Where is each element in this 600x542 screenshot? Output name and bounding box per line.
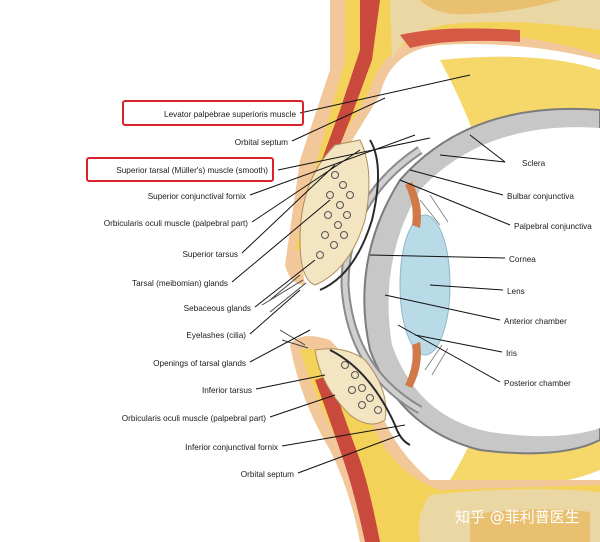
- label-tarsal-meibomian-glands: Tarsal (meibomian) glands: [132, 279, 228, 288]
- highlight-box-levator: [122, 100, 304, 126]
- palpebral-conjunctiva-lower: [329, 349, 411, 446]
- frontal-bone: [390, 0, 600, 60]
- lens-shape: [399, 214, 451, 356]
- maxilla-marrow: [470, 509, 590, 542]
- iris-upper: [405, 182, 421, 228]
- upper-meibomian-glands: [315, 170, 355, 260]
- label-cornea: Cornea: [509, 255, 536, 264]
- palpebral-conjunctiva-upper: [319, 139, 379, 291]
- label-inferior-tarsus: Inferior tarsus: [202, 386, 252, 395]
- lower-meibomian-glands: [340, 360, 383, 415]
- label-palpebral-conjunctiva: Palpebral conjunctiva: [514, 222, 592, 231]
- label-superior-tarsus: Superior tarsus: [182, 250, 238, 259]
- label-orbicularis-lower: Orbicularis oculi muscle (palpebral part…: [122, 414, 267, 423]
- highlight-box-muller: [86, 157, 274, 182]
- brow-inner-red: [400, 28, 520, 48]
- upper-tarsus-shape: [299, 139, 370, 286]
- label-openings-tarsal-glands: Openings of tarsal glands: [153, 359, 246, 368]
- ciliary-fibers: [419, 194, 449, 376]
- label-anterior-chamber: Anterior chamber: [504, 317, 567, 326]
- label-sclera: Sclera: [522, 159, 546, 168]
- bone-marrow: [420, 0, 560, 15]
- leader-lines-left: [231, 74, 471, 474]
- upper-eyelashes: [261, 274, 307, 313]
- watermark: 知乎 @菲利普医生: [455, 508, 580, 526]
- leader-lines-right: [369, 134, 511, 383]
- label-posterior-chamber: Posterior chamber: [504, 379, 571, 388]
- label-orbicularis-upper: Orbicularis oculi muscle (palpebral part…: [104, 219, 249, 228]
- label-eyelashes: Eyelashes (cilia): [186, 331, 246, 340]
- lower-eyelashes: [279, 329, 309, 349]
- label-superior-tarsal-muller: Superior tarsal (Müller's) muscle (smoot…: [116, 166, 268, 175]
- label-inferior-conjunctival-fornix: Inferior conjunctival fornix: [185, 443, 278, 452]
- upper-fat-layer: [295, 0, 600, 250]
- cornea-inner: [342, 147, 422, 413]
- label-levator-palpebrae: Levator palpebrae superioris muscle: [164, 110, 296, 119]
- left-labels: Levator palpebrae superioris muscle Orbi…: [104, 110, 297, 479]
- label-bulbar-conjunctiva: Bulbar conjunctiva: [507, 192, 574, 201]
- label-orbital-septum-lower: Orbital septum: [241, 470, 294, 479]
- iris-lower: [405, 342, 421, 388]
- right-labels: Sclera Bulbar conjunctiva Palpebral conj…: [504, 159, 592, 388]
- label-superior-conjunctival-fornix: Superior conjunctival fornix: [148, 192, 246, 201]
- label-lens: Lens: [507, 287, 525, 296]
- upper-muscle-band: [320, 0, 380, 170]
- label-sebaceous-glands: Sebaceous glands: [184, 304, 251, 313]
- label-iris: Iris: [506, 349, 517, 358]
- lower-muscle-band: [315, 375, 380, 542]
- label-orbital-septum-upper: Orbital septum: [235, 138, 288, 147]
